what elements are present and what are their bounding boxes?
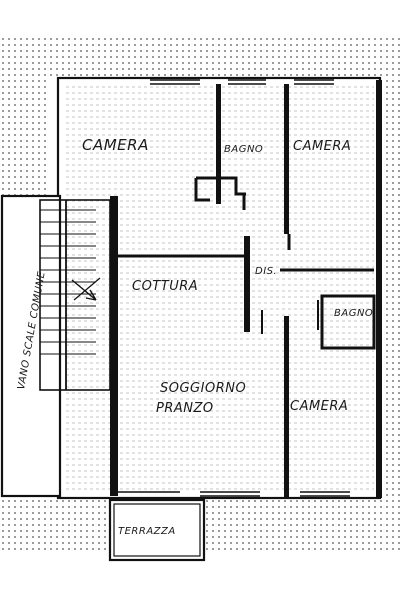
label-terrazza: TERRAZZA	[118, 526, 176, 537]
label-cottura: COTTURA	[132, 279, 198, 294]
exterior-left-hatch	[0, 78, 48, 198]
label-camera-top-right: CAMERA	[293, 139, 351, 154]
label-dis: DIS.	[255, 266, 277, 277]
entry-wall-left	[110, 196, 118, 496]
bagno-fixture-wall	[194, 176, 246, 202]
windows	[118, 79, 350, 497]
label-soggiorno: SOGGIORNO	[160, 381, 246, 396]
bagno-right-room	[320, 294, 376, 350]
right-exterior-hatch	[383, 78, 400, 500]
stair-break-line	[73, 277, 101, 301]
stair-direction-arrow	[71, 279, 97, 301]
label-bagno-top: BAGNO	[224, 144, 263, 155]
label-camera-bottom-right: CAMERA	[290, 399, 348, 414]
stair-treads	[40, 209, 96, 355]
wall-dis-left	[244, 236, 250, 332]
label-camera-top-left: CAMERA	[82, 136, 149, 154]
wall-soggiorno-camera	[284, 316, 289, 498]
label-pranzo: PRANZO	[156, 401, 214, 416]
terrazza	[108, 498, 206, 562]
exterior-top-hatch	[0, 38, 400, 78]
label-bagno-right: BAGNO	[334, 308, 373, 319]
terrazza-inner	[113, 503, 201, 557]
wall-bagno-camera	[284, 84, 289, 234]
wall-camera-bagno	[216, 84, 221, 204]
right-party-wall	[376, 80, 382, 498]
